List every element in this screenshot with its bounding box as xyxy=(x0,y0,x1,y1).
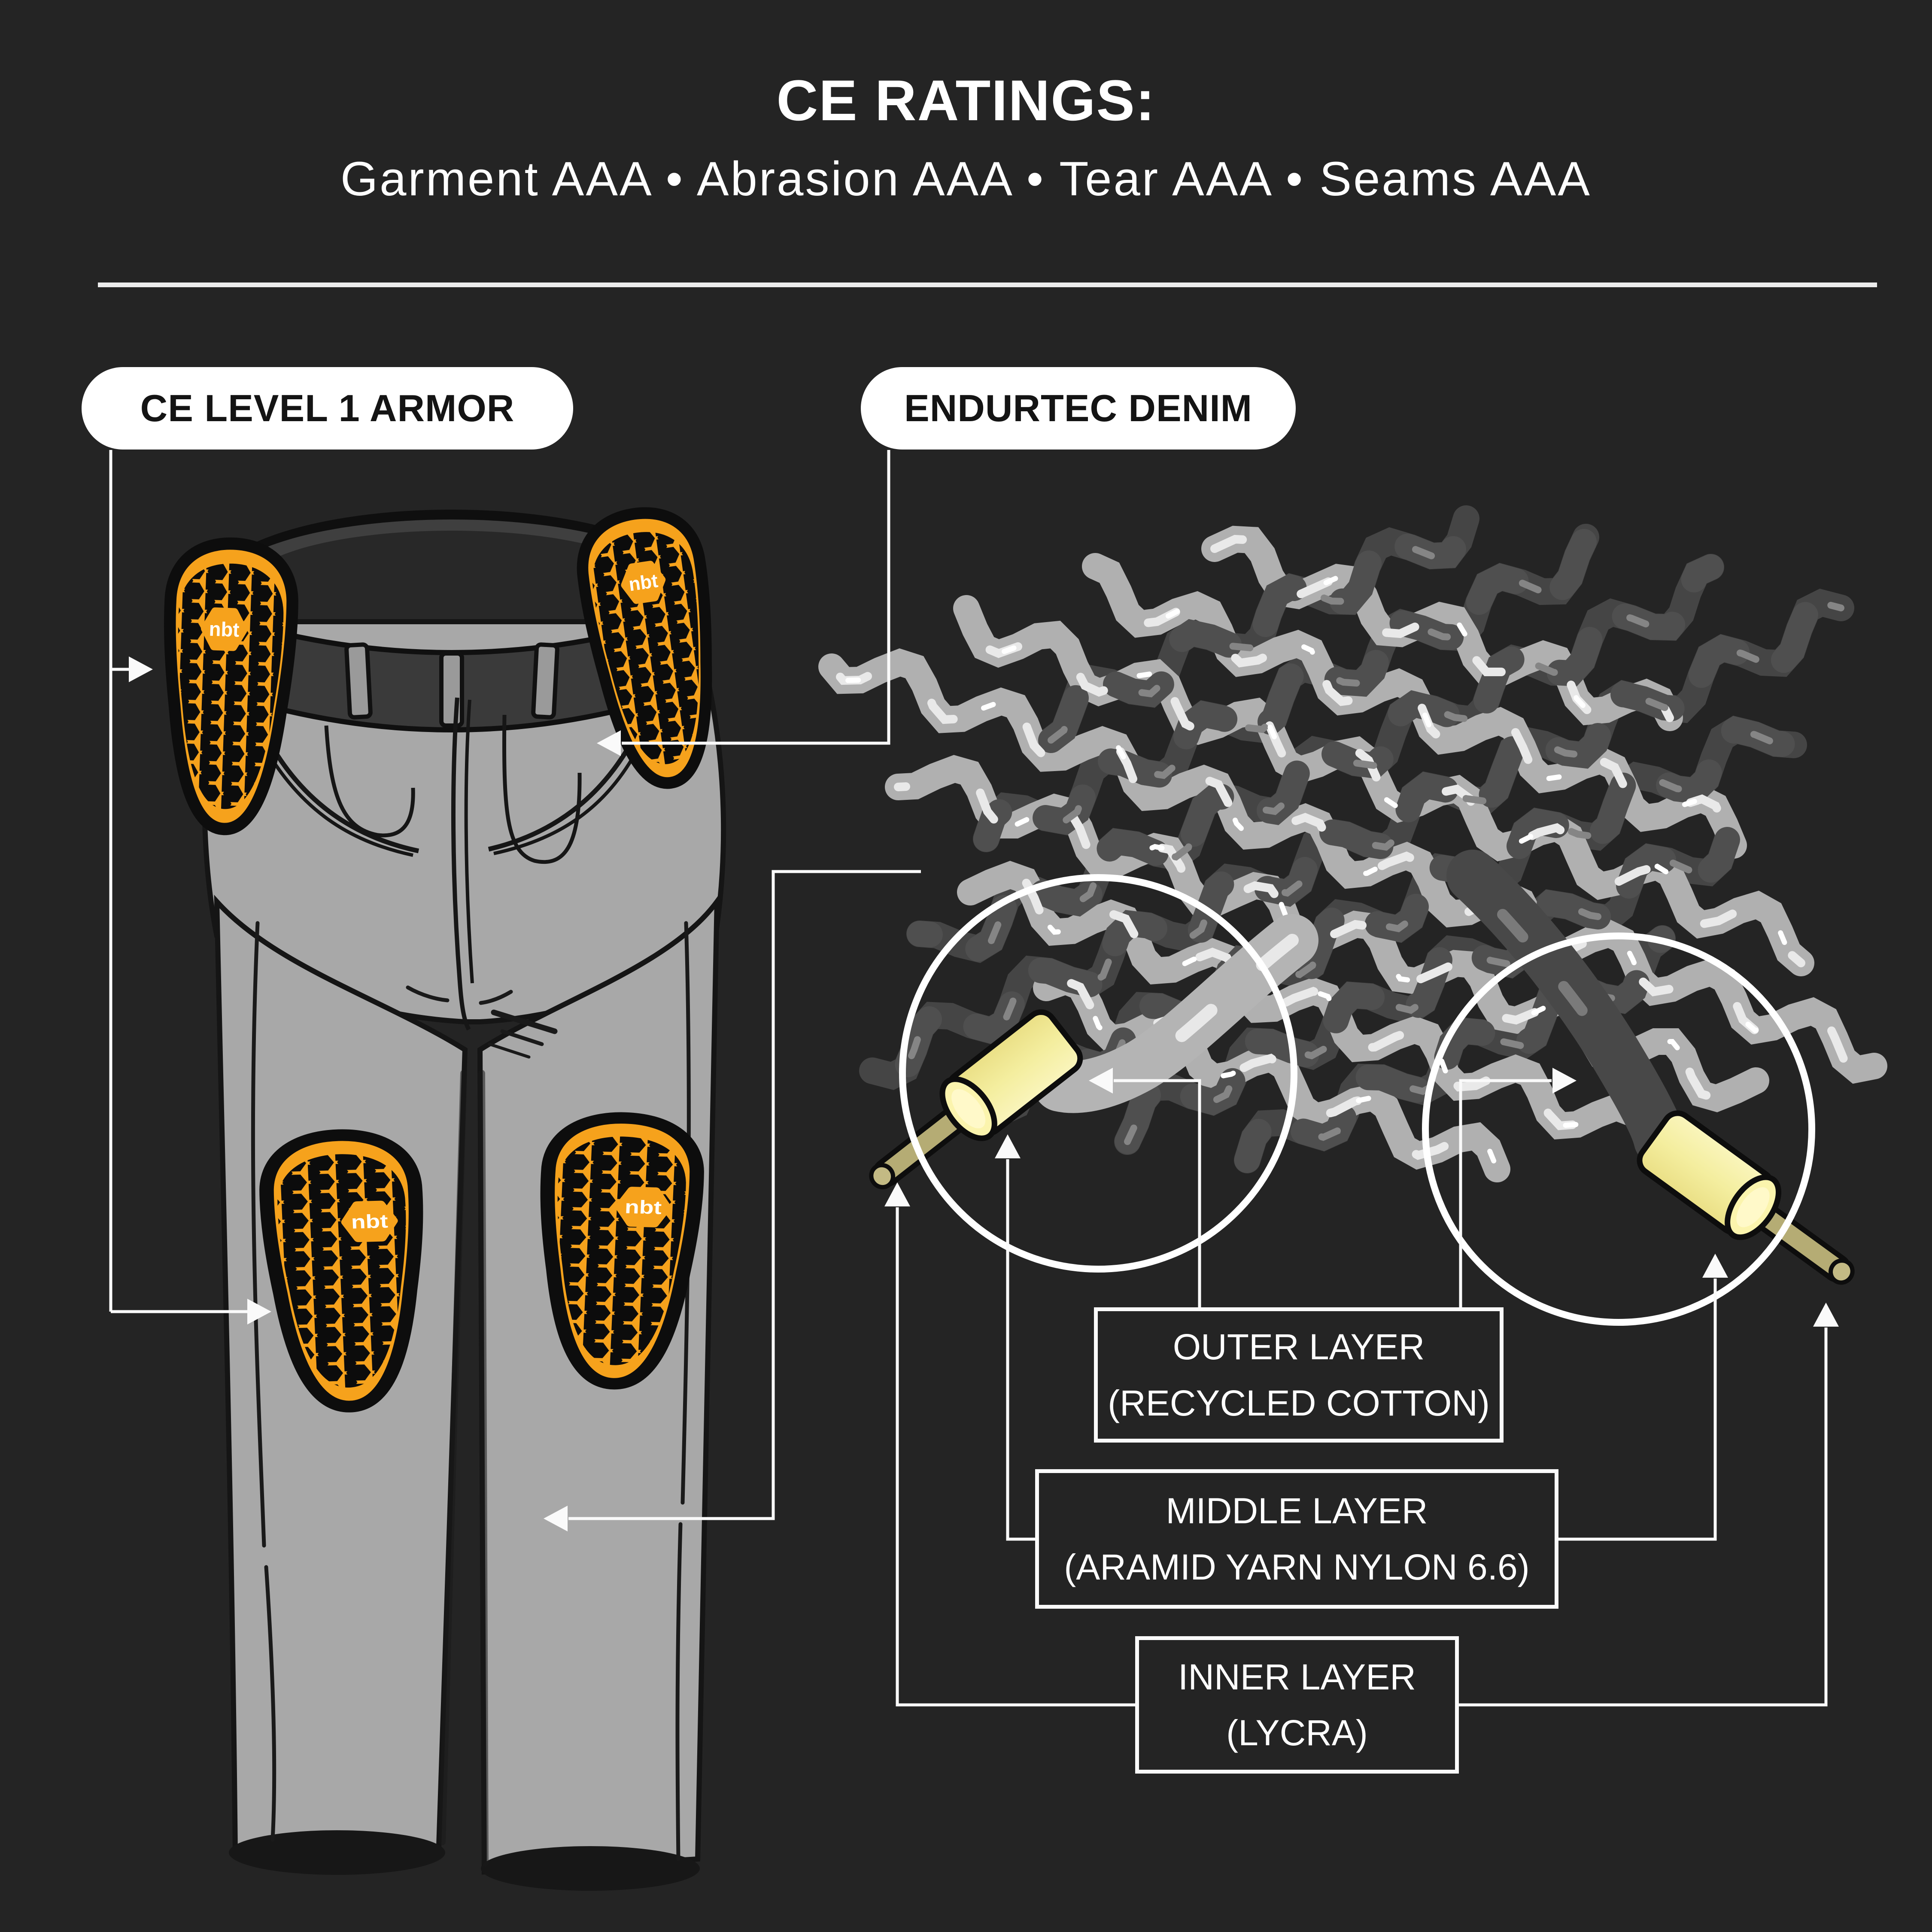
nbt-logo: nbt xyxy=(341,1200,398,1242)
yarn-closeups xyxy=(869,850,1855,1285)
denim-callout-line xyxy=(622,450,890,745)
svg-text:nbt: nbt xyxy=(209,617,240,641)
nbt-logo: nbt xyxy=(615,1187,672,1227)
arrowheads xyxy=(129,656,1839,1531)
yarn-cross-section-left xyxy=(869,1009,1083,1190)
svg-text:nbt: nbt xyxy=(624,1196,662,1218)
ce-ratings-subtitle: Garment AAA • Abrasion AAA • Tear AAA • … xyxy=(340,152,1592,206)
middle-layer-material: (ARAMID YARN NYLON 6.6) xyxy=(1064,1546,1530,1587)
inner-layer-box: INNER LAYER (LYCRA) xyxy=(1135,1636,1459,1774)
divider-line xyxy=(98,283,1877,287)
knee-pad-left: nbt xyxy=(251,1131,437,1410)
denim-weave-illustration xyxy=(818,505,1887,1182)
callout-armor-label: CE LEVEL 1 ARMOR xyxy=(82,367,573,450)
fly-stitching xyxy=(451,697,474,1031)
outer-layer-material: (RECYCLED COTTON) xyxy=(1108,1382,1490,1423)
magnifier-circle-left xyxy=(899,874,1297,1273)
callout-denim-label: ENDURTEC DENIM xyxy=(861,367,1296,450)
armor-pads: nbt nbt nbt nbt xyxy=(152,502,740,1411)
nbt-logo: nbt xyxy=(621,561,666,604)
inner-layer-line-left xyxy=(896,1207,1135,1707)
yarn-cross-section-right xyxy=(1637,1110,1855,1285)
outer-layer-line-right xyxy=(1459,1079,1552,1307)
magnifier-circle-right xyxy=(1422,933,1815,1326)
middle-layer-box: MIDDLE LAYER (ARAMID YARN NYLON 6.6) xyxy=(1035,1469,1558,1609)
svg-text:nbt: nbt xyxy=(351,1210,389,1233)
middle-layer-name: MIDDLE LAYER xyxy=(1166,1491,1428,1531)
middle-layer-line-right xyxy=(1558,1279,1717,1541)
outer-layer-box: OUTER LAYER (RECYCLED COTTON) xyxy=(1094,1307,1504,1443)
connector-lines xyxy=(109,450,1828,1707)
inner-layer-material: (LYCRA) xyxy=(1226,1713,1368,1753)
inner-layer-name: INNER LAYER xyxy=(1178,1656,1416,1697)
page-title: CE RATINGS: xyxy=(776,69,1156,133)
outer-layer-line-left xyxy=(1114,1079,1201,1307)
weave-to-leg-line xyxy=(568,870,921,1520)
middle-layer-line-left xyxy=(1006,1159,1035,1541)
callout-armor-text: CE LEVEL 1 ARMOR xyxy=(140,387,515,429)
svg-text:nbt: nbt xyxy=(627,570,659,595)
nbt-logo: nbt xyxy=(201,607,248,651)
light-yarn xyxy=(1033,914,1318,1113)
outer-layer-name: OUTER LAYER xyxy=(1173,1327,1425,1367)
callout-denim-text: ENDURTEC DENIM xyxy=(904,387,1252,429)
magnifier-circles xyxy=(899,874,1815,1326)
inner-layer-line-right xyxy=(1459,1327,1828,1707)
dark-yarn xyxy=(1446,850,1686,1166)
hip-pad-left: nbt xyxy=(152,539,305,833)
knee-pad-right: nbt xyxy=(526,1114,712,1388)
